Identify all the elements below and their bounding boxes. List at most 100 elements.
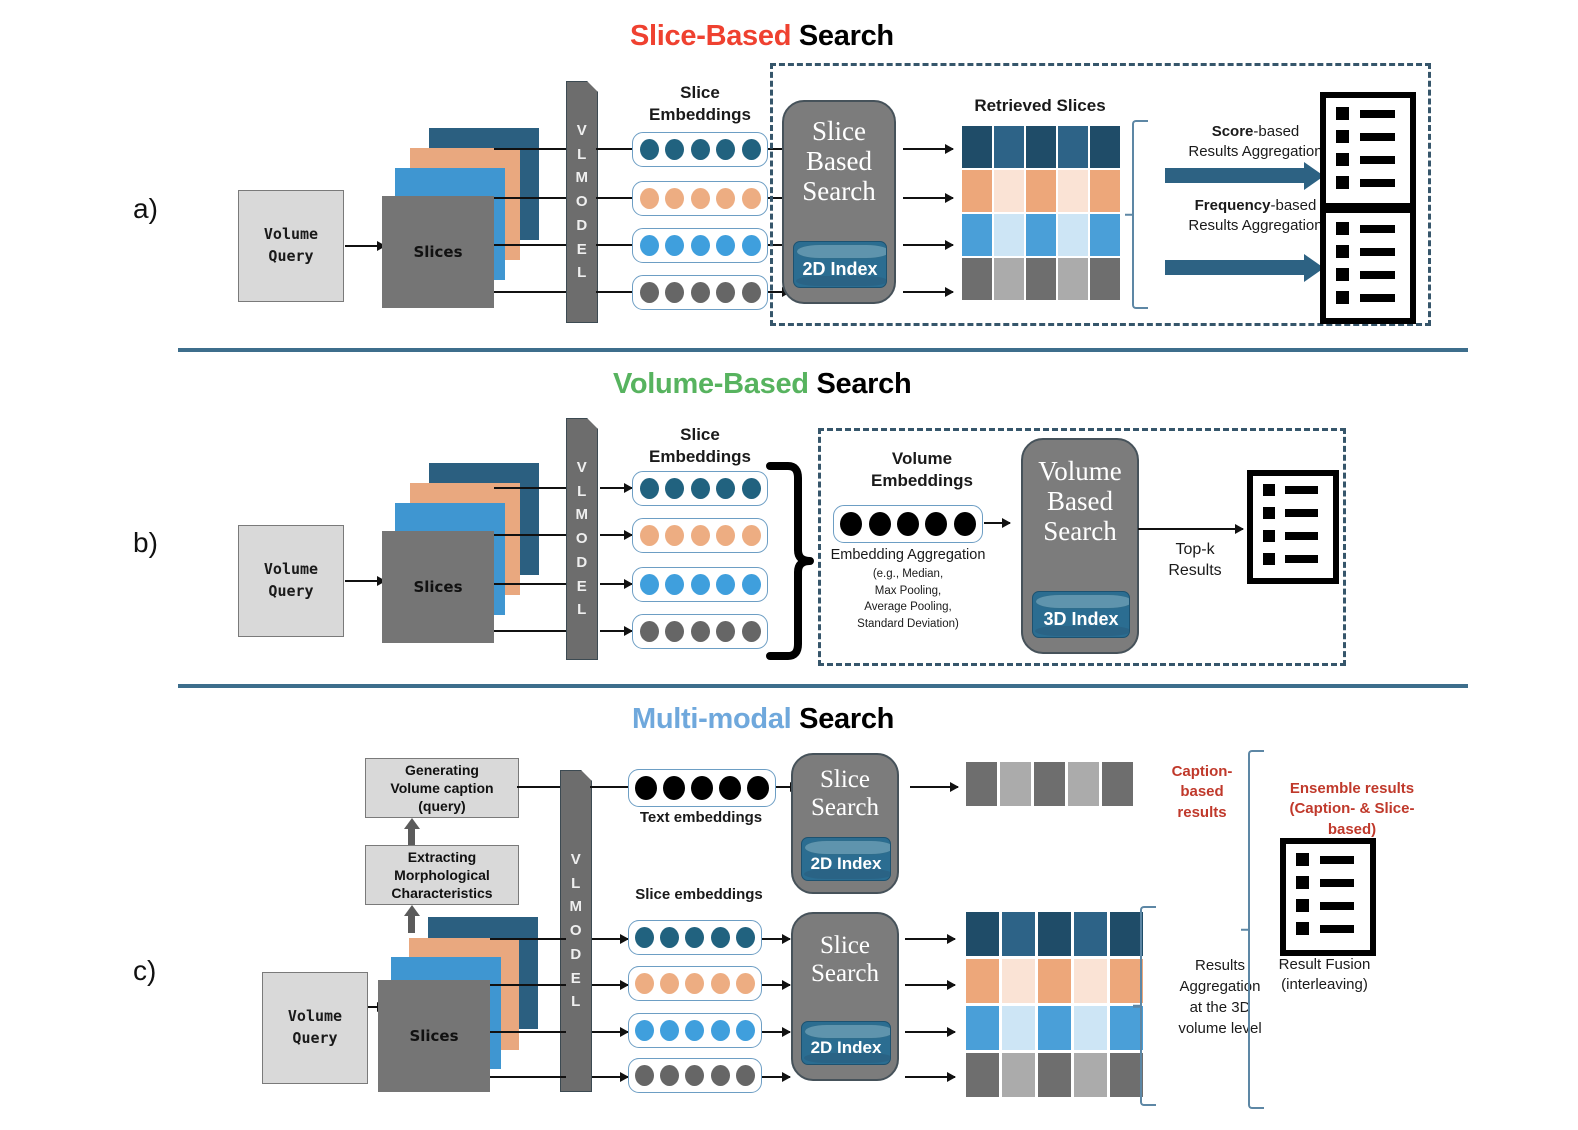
grid-cell-c <box>1110 1006 1143 1050</box>
database-cylinder-icon-b: 3D Index <box>1032 591 1130 638</box>
gen-caption-l2-c: Volume caption <box>390 779 494 796</box>
slice-embedding-row-blue-b <box>632 567 768 602</box>
slice-embedding-row-peach-b <box>632 518 768 553</box>
volume-query-line2-c: Query <box>292 1029 338 1047</box>
extract-l2-c: Morphological <box>394 866 490 883</box>
index-label-a: 2D Index <box>802 259 878 279</box>
vl-letter-c-1: L <box>571 874 581 892</box>
gen-caption-l3-c: (query) <box>418 798 466 815</box>
slice-search-title-c: Slice Search <box>811 932 879 988</box>
arrow-right-icon-c11 <box>762 1076 790 1078</box>
slice-embedding-row-gray-a <box>632 275 768 310</box>
grid-cell-a <box>1090 214 1120 256</box>
ensemble-bracket-c <box>1248 750 1264 1109</box>
results-aggregation-label-c: Results Aggregation at the 3D volume lev… <box>1160 955 1280 1039</box>
vl-letter-a-0: V <box>576 122 588 140</box>
arrow-right-icon-c14 <box>905 1031 955 1033</box>
ensemble-results-label-c: Ensemble results (Caption- & Slice- base… <box>1262 779 1442 840</box>
grid-cell-a <box>962 126 992 168</box>
caption-result-cell <box>1102 762 1133 806</box>
vl-letter-b-6: L <box>577 601 587 619</box>
agg1-bold-a: Score <box>1211 123 1254 140</box>
retrieved-slices-label-a: Retrieved Slices <box>974 96 1106 115</box>
slice-embeddings-label-c: Slice embeddings <box>635 886 763 903</box>
vl-letter-b-2: M <box>575 506 589 524</box>
grid-cell-c <box>1002 1006 1035 1050</box>
caption-result-cell <box>966 762 997 806</box>
connector-a-1 <box>494 148 570 150</box>
grid-cell-c <box>1002 912 1035 956</box>
generating-caption-box-c: Generating Volume caption (query) <box>365 758 519 818</box>
ensemble-l1-c: Ensemble results <box>1289 780 1415 797</box>
results-agg-l4-c: volume level <box>1178 1020 1262 1037</box>
grid-cell-a <box>994 258 1024 300</box>
arrow-right-icon-b5 <box>600 630 632 632</box>
ensemble-l2-c: (Caption- & Slice- <box>1289 800 1415 818</box>
grid-cell-a <box>962 258 992 300</box>
panel-a-title: Slice-Based Search <box>630 20 894 53</box>
vl-letter-b-1: L <box>577 482 587 500</box>
slice-embedding-row-blue-c <box>628 1013 762 1048</box>
arrow-right-icon-c3 <box>368 1006 385 1008</box>
vl-letter-b-0: V <box>576 459 588 477</box>
slice-embedding-row-navy-a <box>632 132 768 167</box>
vl-letter-a-5: E <box>576 240 588 258</box>
volume-query-line1-c: Volume <box>287 1007 343 1026</box>
divider-b-c <box>178 684 1468 688</box>
grid-cell-c <box>1110 912 1143 956</box>
text-embedding-row-c <box>628 769 776 807</box>
grid-cell-a <box>1058 214 1088 256</box>
database-cylinder-icon-c2: 2D Index <box>801 1021 891 1065</box>
slice-embeddings-label-a: Slice Embeddings <box>620 82 780 126</box>
results-agg-l3-c: at the 3D <box>1189 999 1251 1016</box>
slice-emb-l2-a: Embeddings <box>648 105 751 125</box>
vl-model-bar-a: V L M O D E L <box>566 81 598 323</box>
arrow-right-icon-a6 <box>903 148 953 150</box>
grid-cell-a <box>1058 258 1088 300</box>
connector-c-text <box>590 786 628 788</box>
panel-a-letter: a) <box>133 193 158 224</box>
volume-based-search-box-b: Volume Based Search 3D Index <box>1021 438 1139 654</box>
score-aggregation-arrow-a <box>1165 168 1305 183</box>
arrow-right-icon-c1 <box>776 786 798 788</box>
arrow-right-icon-a5 <box>768 291 790 293</box>
caption-results-l2-c: based <box>1180 783 1224 801</box>
vl-letter-c-3: O <box>569 922 583 940</box>
grid-cell-a <box>962 214 992 256</box>
vol-emb-l1-b: Volume <box>891 449 953 468</box>
arrow-right-icon-b2 <box>600 487 632 489</box>
database-cylinder-icon-c1: 2D Index <box>801 837 891 881</box>
arrow-right-icon-c5 <box>592 984 628 986</box>
vl-letter-c-6: L <box>571 993 581 1011</box>
panel-c-title-accent: Multi-modal <box>632 703 792 735</box>
search-title-a-l2: Based <box>806 146 872 177</box>
slice-embeddings-label-b: Slice Embeddings <box>620 424 780 468</box>
grid-cell-a <box>1026 126 1056 168</box>
slice-embedding-row-peach-c <box>628 966 762 1001</box>
slice-search-box-c: Slice Search 2D Index <box>791 912 899 1081</box>
connector-a-8 <box>596 291 632 293</box>
grid-cell-a <box>1090 126 1120 168</box>
connector-b-2 <box>494 534 570 536</box>
fusion-l1-c: Result Fusion <box>1278 956 1371 973</box>
vl-letter-b-5: E <box>576 577 588 595</box>
divider-a-b <box>178 348 1468 352</box>
search-title-b: Volume Based Search <box>1038 456 1122 547</box>
index-label-c1: 2D Index <box>810 854 882 873</box>
arrow-right-icon-c12 <box>905 938 955 940</box>
database-cylinder-icon-a: 2D Index <box>793 241 887 288</box>
vol-emb-l2-b: Embeddings <box>870 471 973 491</box>
index-label-b: 3D Index <box>1043 609 1119 629</box>
slice-emb-l2-b: Embeddings <box>648 447 751 467</box>
grid-cell-a <box>994 214 1024 256</box>
ensemble-l3-c: based) <box>1327 820 1377 838</box>
grid-cell-c <box>966 1006 999 1050</box>
volume-embedding-row-b <box>833 505 983 543</box>
agg-detail-b-4: Standard Deviation) <box>857 618 959 631</box>
grid-cell-a <box>962 170 992 212</box>
vl-model-bar-c: V L M O D E L <box>560 770 592 1092</box>
grid-cell-c <box>1110 1053 1143 1097</box>
arrow-up-icon-c2 <box>408 915 415 933</box>
grid-cell-a <box>1026 258 1056 300</box>
connector-c-1 <box>490 938 566 940</box>
